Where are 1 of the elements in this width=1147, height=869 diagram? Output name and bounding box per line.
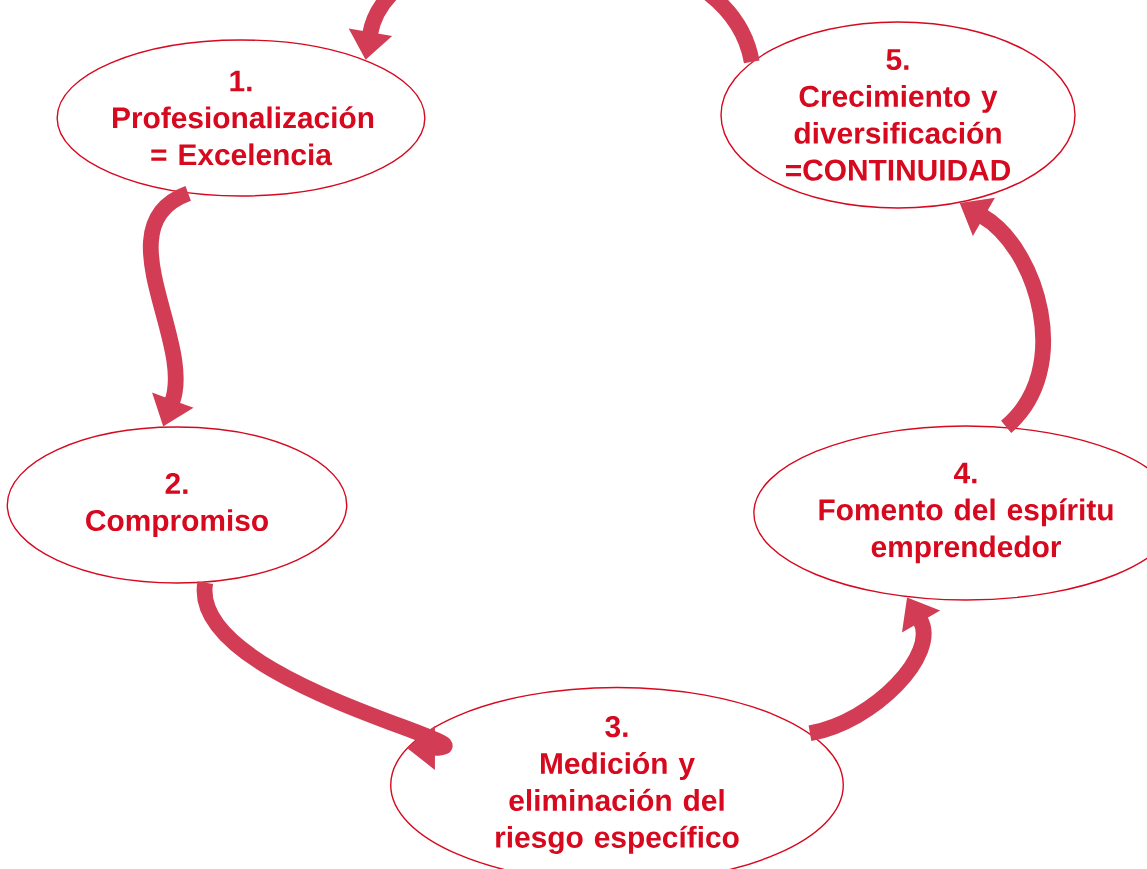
curved-arrow bbox=[197, 581, 451, 770]
